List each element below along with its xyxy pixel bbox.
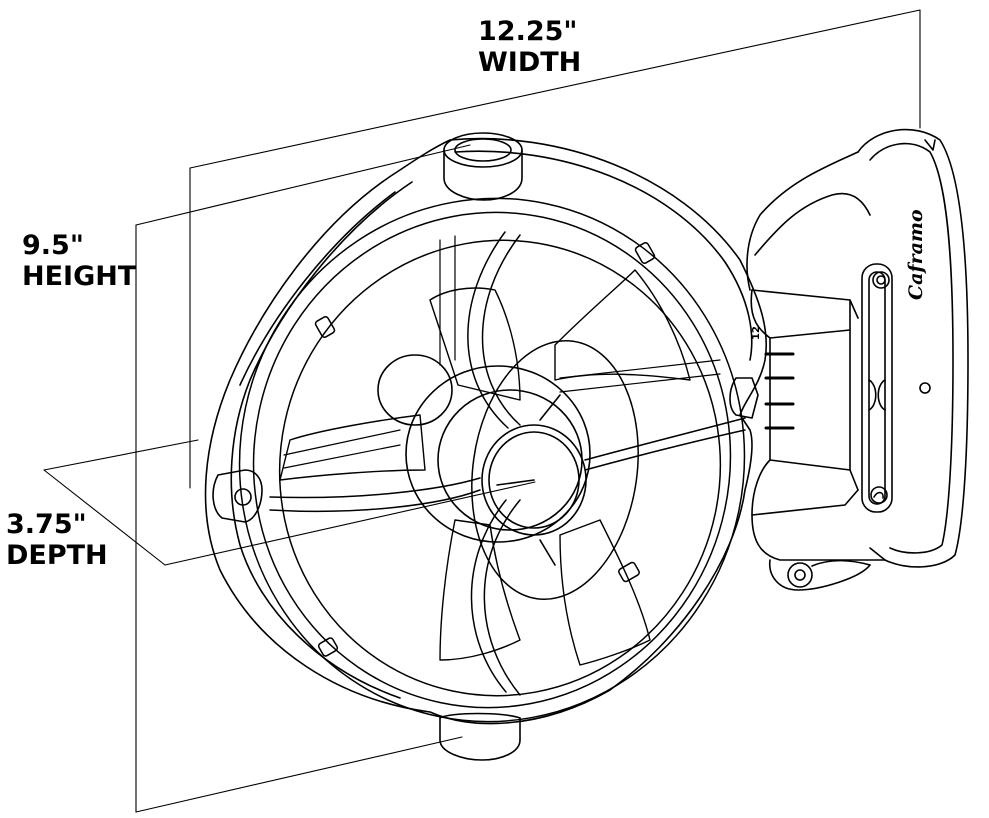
width-name: WIDTH [478, 47, 582, 78]
width-dimension-lines [189, 9, 921, 489]
fan-housing [204, 132, 768, 761]
speed-mark-label: 12 [751, 326, 762, 340]
depth-label: 3.75" DEPTH [6, 509, 108, 571]
front-grille [238, 197, 746, 723]
fan-blades [279, 269, 691, 666]
brand-logo: Caframo [905, 209, 927, 300]
height-label: 9.5" HEIGHT [22, 230, 136, 292]
support-struts [283, 235, 721, 469]
wall-mount-base [746, 128, 969, 591]
depth-dimension-lines [43, 439, 536, 566]
height-dimension-lines [135, 144, 471, 813]
width-label: 12.25" WIDTH [478, 16, 581, 78]
depth-name: DEPTH [6, 540, 108, 571]
height-value: 9.5" [22, 230, 84, 261]
motor-hub [377, 354, 591, 566]
depth-value: 3.75" [6, 509, 87, 540]
width-value: 12.25" [478, 16, 578, 47]
height-name: HEIGHT [22, 261, 137, 292]
